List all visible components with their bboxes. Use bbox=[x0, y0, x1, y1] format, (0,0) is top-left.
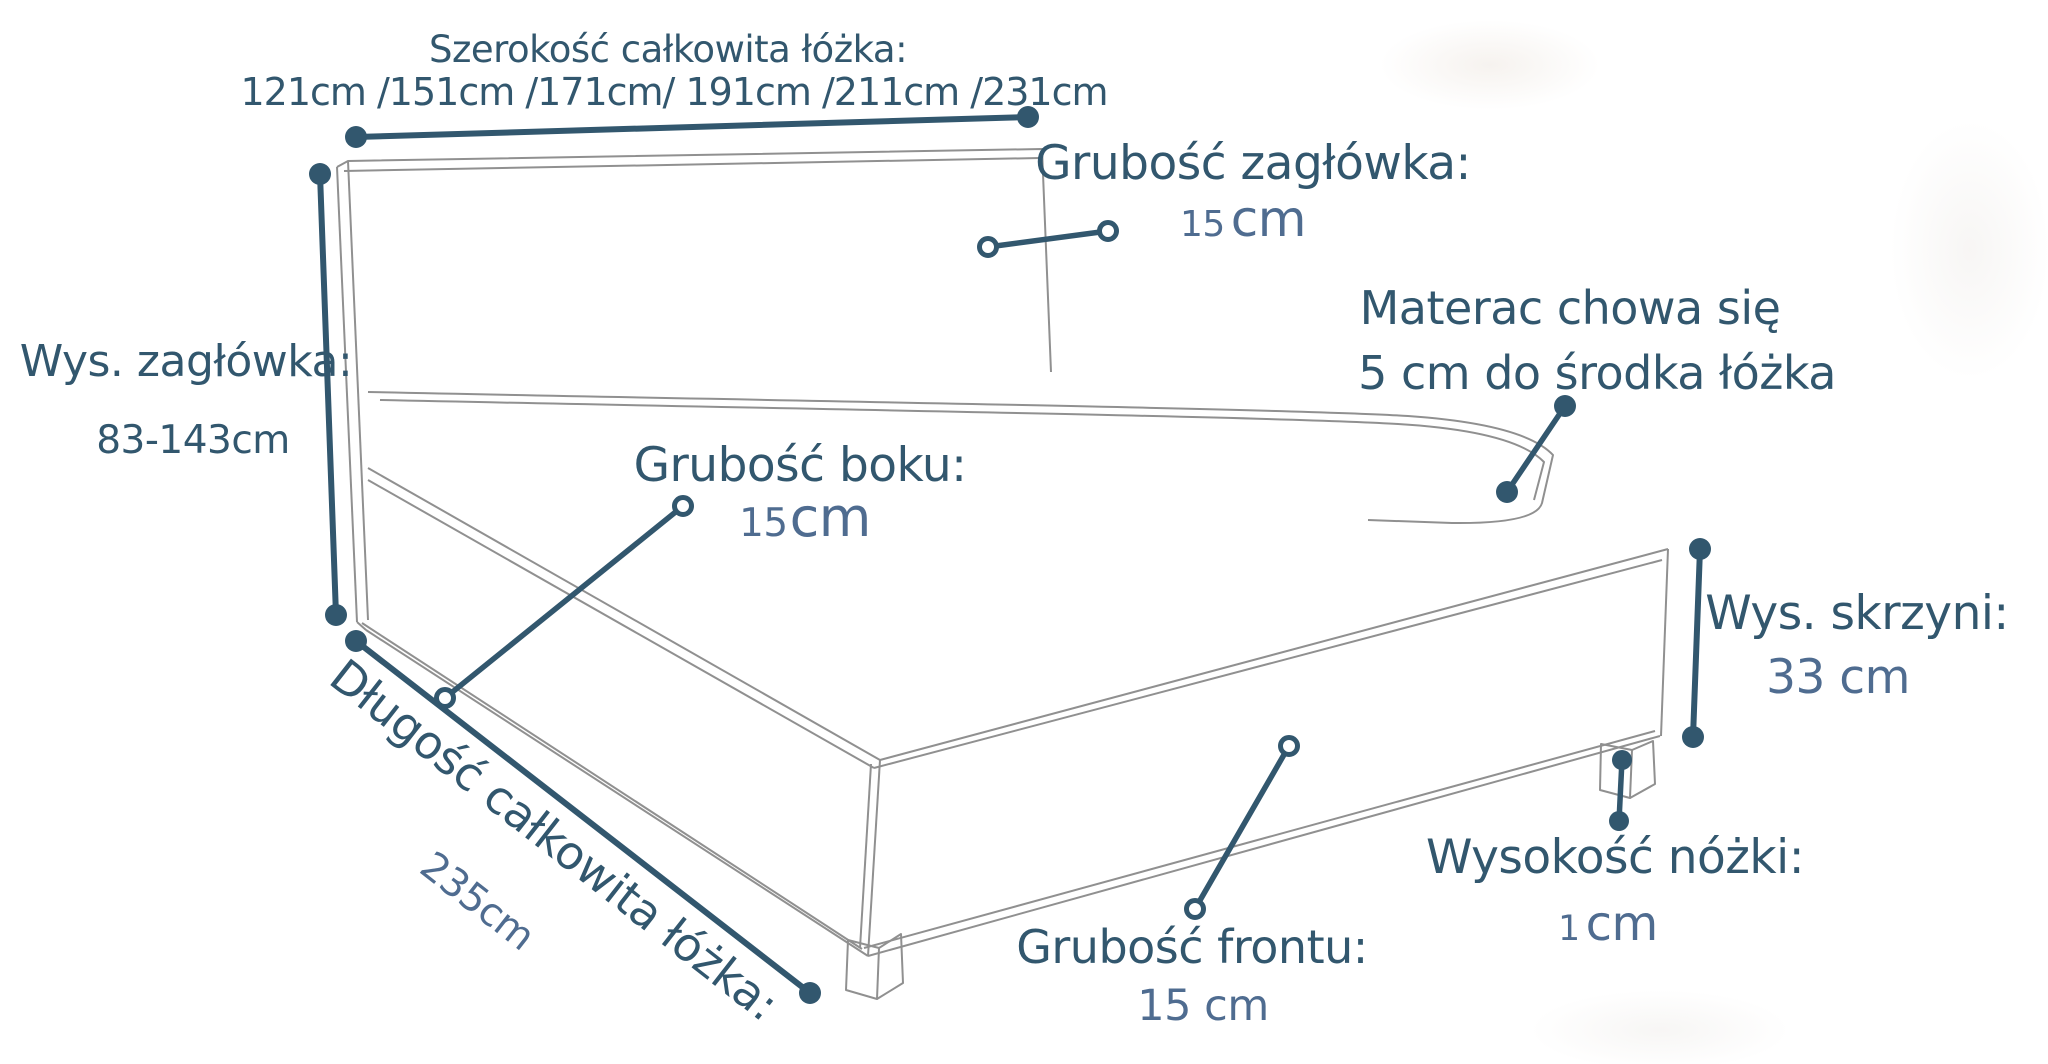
box-front-left-vertical-edge bbox=[867, 759, 881, 957]
box-back-left-vertical-stub bbox=[356, 621, 367, 631]
dimension-endpoint-dot bbox=[345, 126, 367, 148]
headboard-thickness-unit: cm bbox=[1230, 190, 1307, 248]
leader-endpoint-dot bbox=[1496, 481, 1518, 503]
box-right-edge bbox=[1660, 548, 1669, 737]
total-width-label: Szerokość całkowita łóżka: bbox=[428, 28, 908, 71]
headboard-thickness-number: 15 bbox=[1179, 204, 1225, 245]
mattress-inset-leader-line bbox=[1496, 395, 1576, 503]
leg-side-face bbox=[876, 933, 904, 1000]
dimension-endpoint-dot bbox=[345, 630, 367, 652]
bed-sketch bbox=[336, 148, 1669, 1000]
mattress-top-edge bbox=[367, 391, 1554, 525]
box-front-left-vertical-double bbox=[859, 763, 872, 949]
leg-side-face bbox=[1629, 740, 1656, 799]
dimension-endpoint-dot bbox=[309, 163, 331, 185]
headboard-left-inner-edge bbox=[347, 160, 369, 621]
headboard-sketch bbox=[336, 148, 1052, 623]
box-height-value: 33 cm bbox=[1766, 650, 1910, 705]
leader-open-circle bbox=[1184, 898, 1206, 920]
side-thickness-value: 15cm bbox=[739, 488, 871, 547]
dimension-endpoint-dot bbox=[1017, 106, 1039, 128]
leader-endpoint-dot bbox=[1612, 750, 1632, 770]
headboard-left-outer-edge bbox=[336, 166, 358, 623]
dimension-endpoint-dot bbox=[1682, 726, 1704, 748]
leader-open-circle bbox=[1278, 735, 1300, 757]
leader-open-circle bbox=[977, 236, 999, 258]
leader-open-circle bbox=[672, 495, 694, 517]
box-front-rim-double bbox=[873, 559, 1663, 769]
dimension-endpoint-dot bbox=[799, 982, 821, 1004]
leader-endpoint-dot bbox=[1554, 395, 1576, 417]
front-thickness-value: 15 cm bbox=[1137, 981, 1269, 1031]
headboard-outline bbox=[336, 148, 1052, 373]
mattress-sketch bbox=[367, 391, 1554, 525]
front-thickness-label: Grubość frontu: bbox=[1016, 920, 1368, 974]
side-thickness-leader-line bbox=[434, 495, 694, 709]
headboard-thickness-label: Grubość zagłówka: bbox=[1035, 136, 1471, 191]
box-front-rim bbox=[879, 548, 1669, 761]
dimension-endpoint-dot bbox=[1689, 538, 1711, 560]
box-height-label: Wys. skrzyni: bbox=[1705, 586, 2009, 641]
leg-height-unit: cm bbox=[1585, 896, 1659, 952]
leg-height-number: 1 bbox=[1558, 909, 1580, 949]
front-thickness-leader-line bbox=[1184, 735, 1300, 920]
mattress-inset-note-line1: Materac chowa się bbox=[1359, 281, 1781, 335]
total-length-dimension-line bbox=[345, 630, 821, 1004]
front-right-leg-sketch bbox=[1599, 740, 1656, 799]
leg-height-leader-line bbox=[1609, 750, 1632, 831]
headboard-thickness-leader-line bbox=[977, 220, 1119, 258]
box-bottom-left-edge bbox=[365, 629, 869, 957]
storage-box-sketch bbox=[356, 467, 1669, 957]
dimension-endpoint-dot bbox=[325, 604, 347, 626]
headboard-top-inner-line bbox=[343, 157, 1041, 172]
leader-open-circle bbox=[1097, 220, 1119, 242]
box-bottom-left-edge-double bbox=[361, 622, 863, 950]
total-width-value: 121cm /151cm /171cm/ 191cm /211cm /231cm bbox=[240, 70, 1108, 114]
box-bottom-front-edge-double bbox=[863, 730, 1656, 949]
mattress-inset-note-line2: 5 cm do środka łóżka bbox=[1358, 346, 1836, 400]
headboard-height-value: 83-143cm bbox=[96, 418, 290, 463]
box-height-dimension-line bbox=[1682, 538, 1711, 748]
leader-open-circle bbox=[434, 687, 456, 709]
side-thickness-label: Grubość boku: bbox=[633, 438, 967, 493]
leg-front-face bbox=[845, 939, 880, 1000]
front-left-leg-sketch bbox=[845, 933, 904, 1000]
leg-height-label: Wysokość nóżki: bbox=[1425, 830, 1805, 885]
total-width-dimension-line bbox=[345, 106, 1039, 148]
headboard-height-dimension-line bbox=[309, 163, 347, 626]
dimension-lines bbox=[309, 106, 1711, 1004]
box-left-rim-double bbox=[367, 479, 875, 769]
side-thickness-unit: cm bbox=[789, 486, 872, 549]
headboard-height-label: Wys. zagłówka: bbox=[19, 336, 353, 387]
box-left-rim bbox=[367, 467, 881, 761]
side-thickness-number: 15 bbox=[739, 501, 788, 546]
box-bottom-front-edge bbox=[867, 735, 1661, 957]
mattress-top-edge-double bbox=[379, 399, 1545, 501]
leader-endpoint-dot bbox=[1609, 811, 1629, 831]
